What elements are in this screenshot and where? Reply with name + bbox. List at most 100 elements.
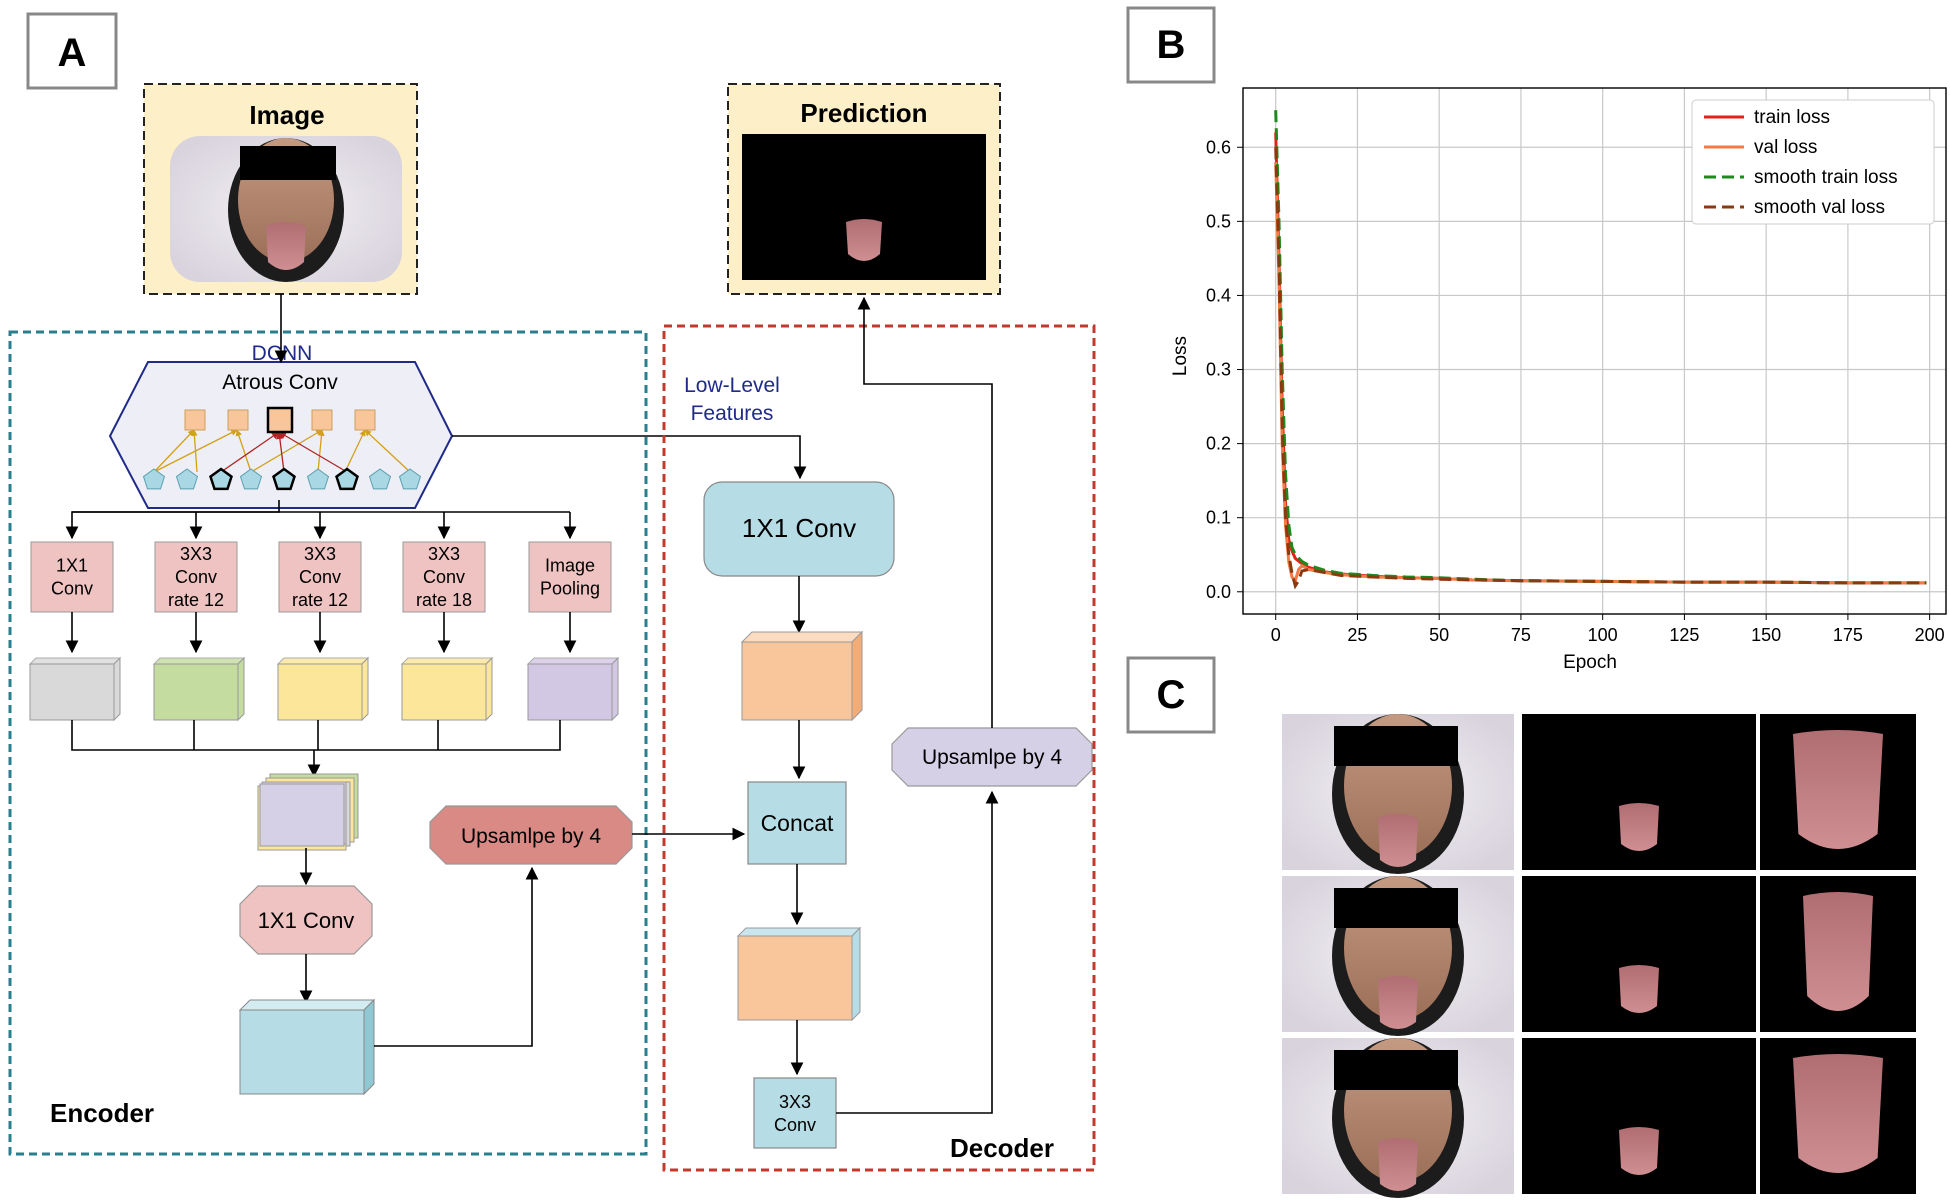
- sample-grid: [1282, 714, 1916, 1198]
- legend-label: train loss: [1754, 107, 1830, 128]
- aspp-feature-map: [277, 663, 363, 721]
- branch-connectors: [65, 500, 577, 540]
- sample-segmentation-mask: [1522, 714, 1756, 870]
- aspp-branch-label: 1X1: [56, 556, 88, 576]
- sample-segmentation-mask: [1522, 1038, 1756, 1194]
- panel-a-label-box: [26, 12, 118, 90]
- x-tick-label: 175: [1833, 625, 1863, 645]
- sample-input-photo: [1282, 714, 1514, 874]
- aspp-branch-conv: [402, 541, 486, 613]
- aspp-branch-label: Conv: [51, 579, 93, 599]
- atrous-conv-label: Atrous Conv: [222, 371, 338, 394]
- plot-frame: [1242, 87, 1947, 615]
- input-face-photo: [170, 136, 402, 282]
- encoder-label: Encoder: [50, 1098, 154, 1128]
- panel-b-label-box: [1126, 6, 1216, 84]
- atrous-input-node: [175, 468, 199, 490]
- decoder-upsample-block: [891, 727, 1093, 787]
- panel-c-label: C: [1157, 673, 1186, 717]
- decoder-border: [662, 324, 1096, 1172]
- x-tick-label: 0: [1271, 625, 1281, 645]
- aspp-branch-label: rate 12: [168, 590, 224, 610]
- sample-censor-bar: [1334, 1050, 1458, 1090]
- decoder-upsample-label: Upsamlpe by 4: [922, 746, 1062, 769]
- legend-label: smooth val loss: [1754, 197, 1885, 218]
- y-tick-label: 0.4: [1206, 285, 1231, 305]
- aspp-branch-label: Conv: [423, 567, 465, 587]
- atrous-input-node: [368, 468, 392, 490]
- aspp-feature-top: [28, 657, 122, 665]
- panel-c: C: [1126, 656, 1916, 1198]
- encoder-output-feature: [238, 998, 376, 1096]
- merge-connectors: [71, 720, 561, 778]
- encoder-upsample-label: Upsamlpe by 4: [461, 825, 601, 848]
- aspp-feature-side: [485, 656, 493, 722]
- atrous-input-node: [306, 468, 330, 490]
- series-line: [1274, 147, 1927, 590]
- panel-b-label: B: [1157, 23, 1186, 67]
- aspp-branch-label: rate 12: [292, 590, 348, 610]
- aspp-branch-label: 3X3: [428, 544, 460, 564]
- aspp-feature-map: [527, 663, 613, 721]
- decoder-3x3-label-1: 3X3: [779, 1092, 811, 1112]
- dcnn-label: DCNN: [252, 342, 313, 365]
- arrow-3x3-to-upsample: [836, 790, 999, 1114]
- aspp-feature-map: [29, 663, 115, 721]
- y-tick-label: 0.5: [1206, 211, 1231, 231]
- sample-cropped-tongue: [1760, 876, 1916, 1032]
- decoder-concat-label: Concat: [761, 810, 834, 836]
- sample-cropped-tongue: [1760, 714, 1916, 870]
- aspp-branch-conv: [30, 541, 114, 613]
- chart-legend: [1691, 99, 1935, 225]
- low-level-label-2: Features: [691, 402, 774, 425]
- encoder-border: [8, 330, 648, 1156]
- y-tick-label: 0.1: [1206, 508, 1231, 528]
- panel-a-label: A: [58, 31, 87, 75]
- sample-input-photo: [1282, 1038, 1514, 1198]
- x-tick-label: 100: [1588, 625, 1618, 645]
- decoder-concat-feature: [736, 926, 862, 1022]
- concat-feature-stack: [257, 773, 359, 851]
- aspp-branch-label: Pooling: [540, 579, 600, 599]
- sample-censor-bar: [1334, 726, 1458, 766]
- decoder-lowlevel-feature: [740, 630, 864, 722]
- aspp-branch-conv: [154, 541, 238, 613]
- x-tick-label: 200: [1915, 625, 1945, 645]
- decoder-3x3-label-2: Conv: [774, 1115, 816, 1135]
- atrous-lines: [153, 429, 411, 473]
- encoder-upsample-block: [429, 805, 633, 865]
- encoder-1x1-conv: [239, 885, 373, 955]
- aspp-feature-side: [237, 656, 245, 722]
- atrous-bottom-nodes: [142, 467, 422, 491]
- y-tick-label: 0.6: [1206, 137, 1231, 157]
- x-tick-label: 150: [1751, 625, 1781, 645]
- face-censor-bar: [240, 146, 336, 180]
- aspp-feature-top: [400, 657, 494, 665]
- x-tick-label: 25: [1347, 625, 1367, 645]
- sample-input-photo: [1282, 876, 1514, 1036]
- atrous-input-node: [272, 467, 296, 491]
- chart-x-label: Epoch: [1563, 652, 1617, 673]
- decoder-label: Decoder: [950, 1133, 1054, 1163]
- atrous-input-node: [142, 468, 166, 490]
- x-tick-label: 75: [1511, 625, 1531, 645]
- decoder-3x3-conv: [753, 1077, 837, 1149]
- y-tick-label: 0.3: [1206, 360, 1231, 380]
- prediction-title: Prediction: [800, 98, 927, 128]
- aspp-branch-label: Conv: [175, 567, 217, 587]
- low-level-features-arrow: [452, 435, 807, 480]
- low-level-label-1: Low-Level: [684, 374, 780, 397]
- legend-label: smooth train loss: [1754, 167, 1898, 188]
- aspp-feature-top: [152, 657, 246, 665]
- atrous-input-node: [398, 468, 422, 490]
- aspp-branch-label: Image: [545, 556, 595, 576]
- aspp-branch-label: 3X3: [180, 544, 212, 564]
- sample-cropped-tongue: [1760, 1038, 1916, 1194]
- aspp-feature-map: [153, 663, 239, 721]
- atrous-input-node: [239, 468, 263, 490]
- aspp-branch-label: Conv: [299, 567, 341, 587]
- aspp-feature-side: [611, 656, 619, 722]
